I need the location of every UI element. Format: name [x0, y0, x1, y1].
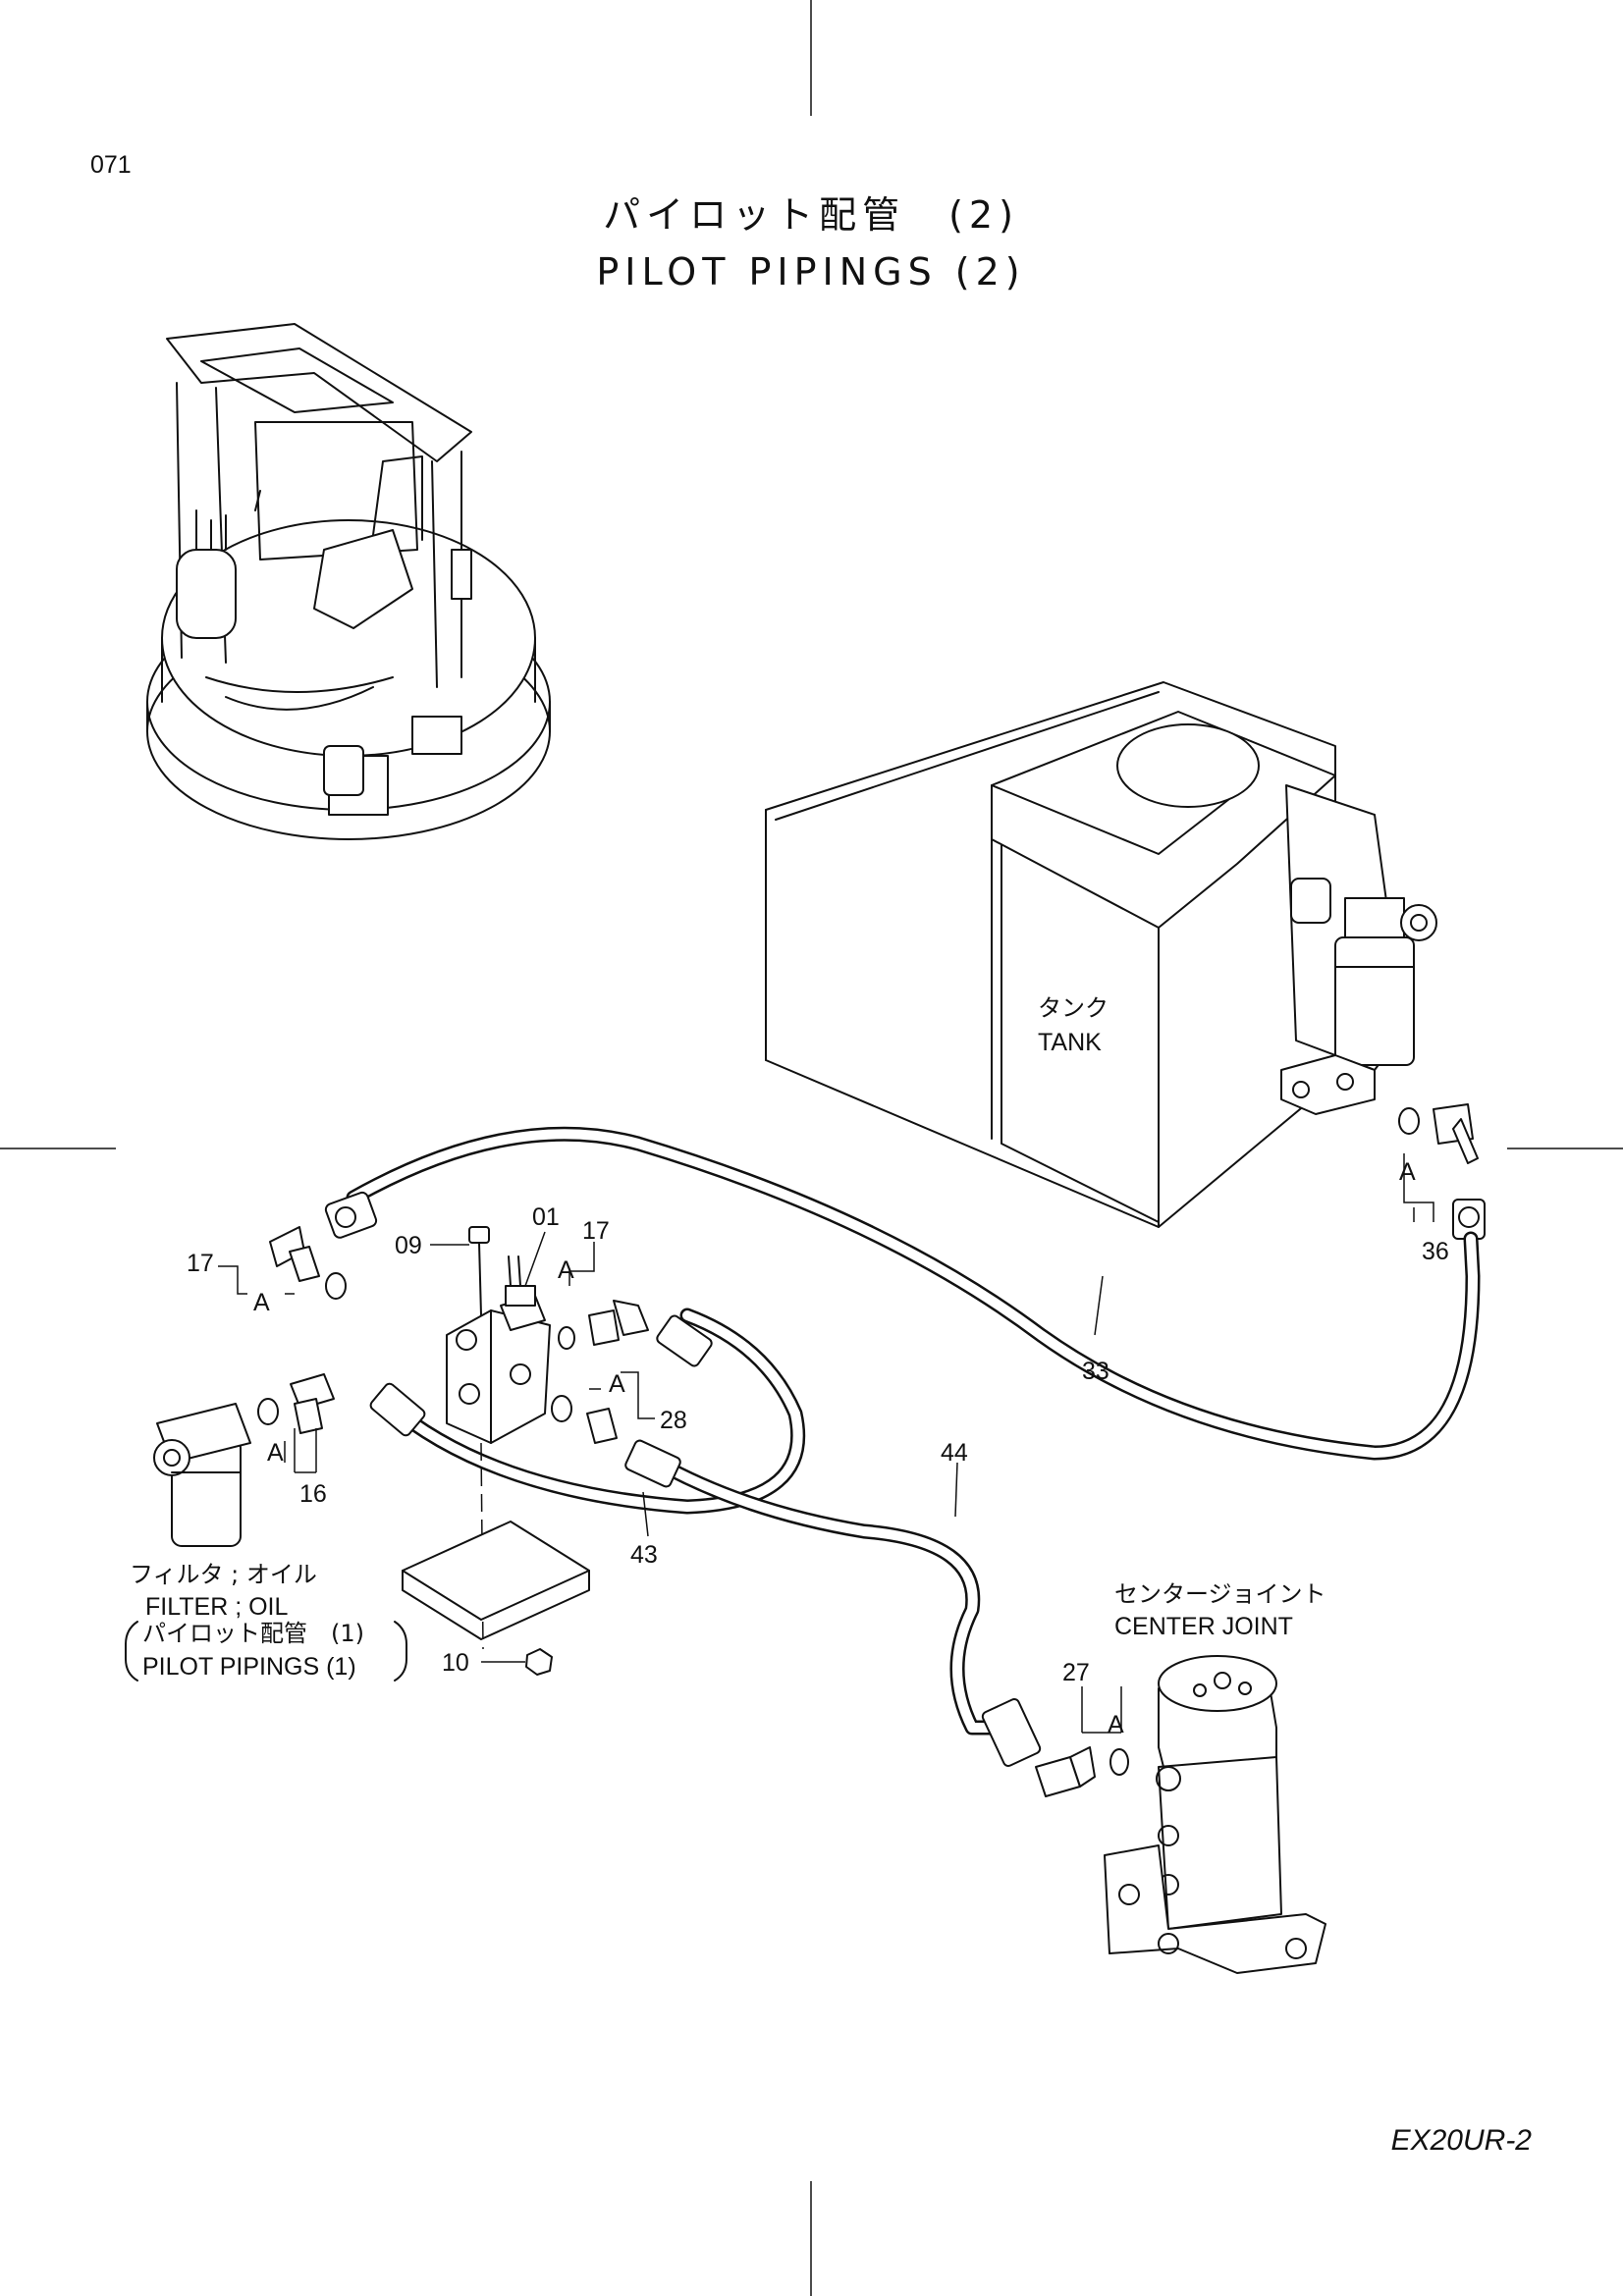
callout-16: 16 — [299, 1480, 327, 1508]
callout-numbers: 01 09 10 16 17 17 27 28 33 36 43 44 — [187, 1203, 1449, 1686]
pilot-valve-assembly — [402, 1226, 590, 1676]
tank-label-en: TANK — [1038, 1029, 1102, 1056]
callout-01: 01 — [532, 1203, 560, 1231]
filter-label-en: FILTER ; OIL — [145, 1593, 288, 1621]
page-number: 071 — [90, 151, 132, 179]
center-joint-label-jp: センタージョイント — [1114, 1580, 1326, 1608]
callout-28: 28 — [660, 1407, 687, 1434]
callout-43: 43 — [630, 1541, 658, 1569]
callout-10: 10 — [442, 1649, 469, 1677]
model-code: EX20UR-2 — [1391, 2124, 1533, 2157]
title-japanese: パイロット配管 (2) — [603, 193, 1019, 237]
callout-17-right: 17 — [582, 1217, 610, 1245]
detail-mark-a: A — [253, 1289, 270, 1316]
filter-label-jp: フィルタ ; オイル — [130, 1561, 317, 1588]
detail-mark-a: A — [267, 1439, 284, 1467]
ref-label-en: PILOT PIPINGS (1) — [142, 1653, 356, 1681]
callout-17-left: 17 — [187, 1250, 214, 1277]
center-joint-label-en: CENTER JOINT — [1114, 1613, 1293, 1640]
callout-33: 33 — [1082, 1358, 1109, 1385]
title-english: PILOT PIPINGS (2) — [596, 250, 1025, 294]
tank-return-fittings — [1398, 1103, 1486, 1240]
callout-36: 36 — [1422, 1238, 1449, 1265]
callout-27: 27 — [1062, 1659, 1090, 1686]
tank-label-jp: タンク — [1038, 994, 1109, 1022]
callout-09: 09 — [395, 1232, 422, 1259]
leader-lines — [218, 1153, 1434, 1734]
machine-overview-illustration — [146, 323, 551, 840]
detail-a-marks: A A A A A A — [253, 1158, 1416, 1738]
filter-reference-labels: フィルタ ; オイル FILTER ; OIL パイロット配管 (1) PILO… — [125, 1561, 407, 1682]
hose-end-fittings — [324, 1191, 1042, 1767]
detail-mark-a: A — [1108, 1711, 1124, 1738]
detail-mark-a: A — [609, 1370, 625, 1398]
callout-44: 44 — [941, 1439, 968, 1467]
center-joint-illustration: センタージョイント CENTER JOINT — [1104, 1580, 1326, 1974]
hose-33 — [346, 1126, 1481, 1461]
adapter-fittings — [257, 1226, 1129, 1797]
detail-mark-a: A — [558, 1256, 574, 1284]
hydraulic-tank-illustration: タンク TANK — [765, 681, 1437, 1228]
hose-44 — [650, 1455, 1009, 1735]
oil-filter-illustration — [153, 1403, 251, 1547]
ref-label-jp: パイロット配管 (1) — [142, 1620, 364, 1647]
detail-mark-a: A — [1399, 1158, 1416, 1186]
